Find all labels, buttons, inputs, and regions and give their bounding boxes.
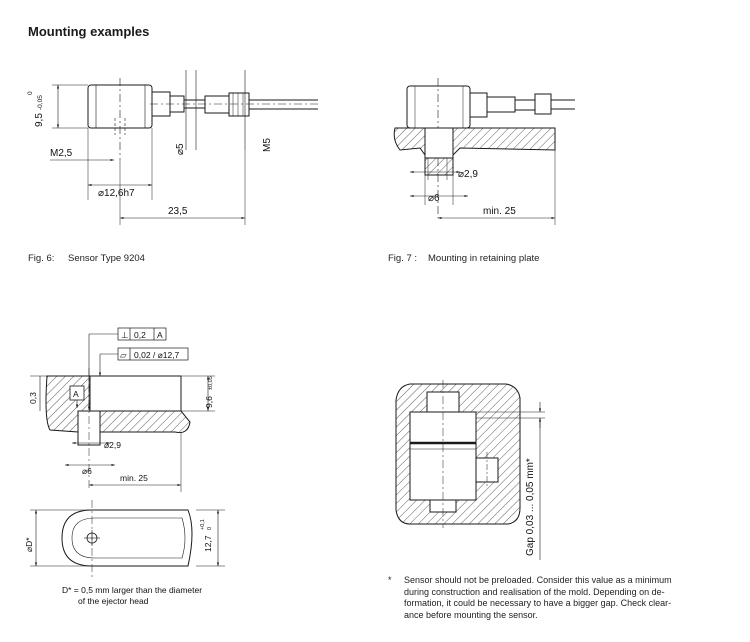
- fig8-drawing: [30, 327, 225, 580]
- fig6-drawing: [50, 70, 320, 225]
- fig8-flatness-icon: ▱: [120, 350, 127, 360]
- fig8-perpendicularity-icon: ⊥: [121, 330, 129, 340]
- fig7-caption: Fig. 7 : Mounting in retaining plate: [388, 253, 539, 264]
- page-title: Mounting examples: [28, 24, 150, 39]
- fig6-diameter-label: ⌀12,6h7: [98, 188, 135, 199]
- fig8-hole-small-label: ⌀2,9: [104, 440, 121, 450]
- fig6-cable-dia-label: ⌀5: [175, 143, 186, 155]
- retaining-plate: [393, 127, 556, 176]
- fig6-number: Fig. 6:: [28, 253, 55, 264]
- footnote: Sensor should not be preloaded. Consider…: [404, 575, 744, 621]
- fig8-datum: A: [73, 389, 79, 399]
- fig6-caption-text: Sensor Type 9204: [68, 253, 145, 264]
- fig6-height-label: 9,5: [34, 113, 45, 127]
- footnote-line: Sensor should not be preloaded. Consider…: [404, 575, 672, 585]
- fig7-caption-text: Mounting in retaining plate: [428, 253, 540, 264]
- footnote-line: during construction and realisation of t…: [404, 586, 665, 597]
- footnote-line: formation, it could be necessary to have…: [404, 598, 672, 608]
- fig7-drawing: [393, 78, 575, 225]
- fig6-length-label: 23,5: [168, 206, 188, 217]
- fig8-flat-value: 0,02 / ⌀12,7: [134, 350, 180, 360]
- fig6-height-tol-upper: 0: [27, 91, 34, 95]
- fig8-hole-large-label: ⌀6: [82, 466, 92, 476]
- sensor-body: [406, 85, 471, 129]
- fig7-hole-small-label: ⌀2,9: [458, 169, 478, 180]
- fig6-connector-label: M5: [262, 138, 273, 152]
- fig8-plate: [45, 375, 191, 446]
- fig8-perp-ref: A: [157, 330, 163, 340]
- fig8-min-length-label: min. 25: [120, 473, 148, 483]
- fig8-plan-view: [61, 509, 193, 567]
- fig7-hole-large-label: ⌀6: [428, 193, 440, 204]
- fig9-gap-label: Gap 0,03 ... 0,05 mm*: [525, 458, 536, 556]
- fig9-drawing: [395, 380, 545, 560]
- footnote-marker: *: [388, 575, 392, 585]
- fig8-recess-label: 0,3: [28, 392, 38, 404]
- fig6-height-tol-lower: -0,05: [37, 95, 44, 110]
- fig8-perp-value: 0,2: [134, 330, 146, 340]
- sensor-body: [89, 375, 182, 412]
- fig8-note-line1: D* = 0,5 mm larger than the diameter: [62, 585, 202, 595]
- fig8-height-tol: ±0,05: [208, 376, 214, 390]
- fig8-width-tol-lower: 0: [207, 527, 213, 530]
- fig8-width-tol-upper: +0,1: [200, 519, 206, 530]
- fig8-note-line2: of the ejector head: [78, 596, 149, 606]
- fig7-min-length-label: min. 25: [483, 206, 516, 217]
- fig8-height-label: 9,6: [204, 396, 214, 408]
- fig8-dia-label: ⌀D*: [24, 537, 34, 552]
- fig6-caption: Fig. 6: Sensor Type 9204: [28, 253, 145, 264]
- fig7-number: Fig. 7 :: [388, 253, 418, 264]
- fig8-width-label: 12,7: [203, 535, 213, 552]
- fig6-thread-label: M2,5: [50, 148, 73, 159]
- footnote-line: ance before mounting the sensor.: [404, 609, 538, 620]
